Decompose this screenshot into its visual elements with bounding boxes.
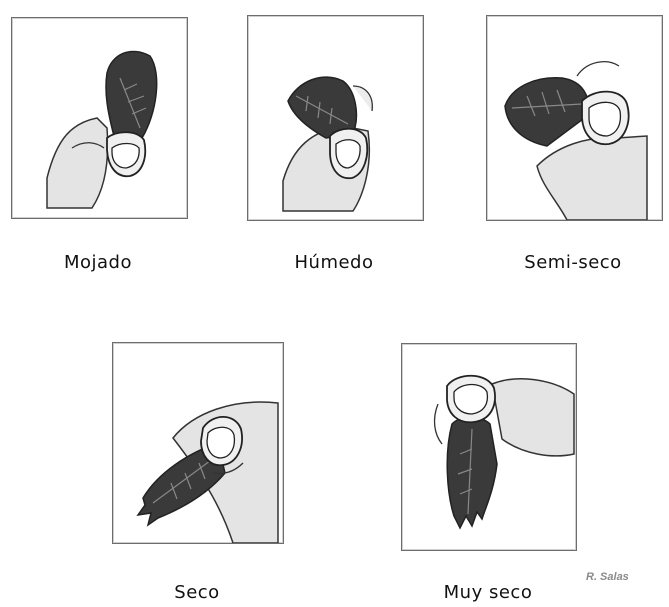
panel-seco — [112, 342, 284, 544]
label-muyseco: Muy seco — [398, 582, 578, 603]
dry-leaf-illustration — [113, 343, 283, 543]
very-dry-leaf-illustration — [402, 344, 576, 550]
panel-semiseco — [486, 15, 663, 221]
panel-humedo — [247, 15, 424, 221]
damp-leaf-illustration — [248, 16, 423, 220]
wet-leaf-illustration — [12, 18, 187, 218]
panel-muyseco — [401, 343, 577, 551]
label-seco: Seco — [107, 582, 287, 603]
panel-mojado — [11, 17, 188, 219]
author-credit: R. Salas — [586, 571, 629, 583]
label-mojado: Mojado — [8, 252, 188, 273]
label-humedo: Húmedo — [244, 252, 424, 273]
semi-dry-leaf-illustration — [487, 16, 662, 220]
label-semiseco: Semi-seco — [483, 252, 663, 273]
